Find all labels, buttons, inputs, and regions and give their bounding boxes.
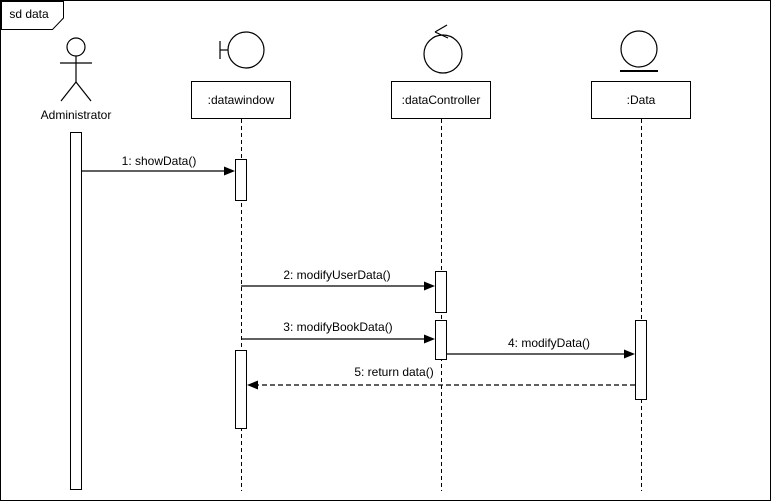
message-label-4: 4: modifyData()	[507, 336, 591, 350]
activation-bar-datawindow-2	[235, 350, 247, 429]
activation-bar-data	[635, 320, 647, 400]
message-arrowhead-5	[247, 380, 258, 390]
message-line-5	[247, 380, 635, 390]
object-label-datawindow: :datawindow	[207, 93, 275, 107]
frame-label-pentagon	[1, 1, 64, 30]
control-icon	[423, 24, 463, 74]
message-label-2: 2: modifyUserData()	[283, 268, 391, 282]
message-line-2	[241, 281, 435, 291]
message-label-1: 1: showData()	[121, 154, 197, 168]
object-box-datawindow: :datawindow	[191, 81, 291, 119]
message-arrowhead-4	[624, 349, 635, 359]
entity-icon	[620, 30, 658, 72]
message-arrowhead-3	[424, 334, 435, 344]
activation-bar-datacontroller-2	[435, 320, 447, 360]
actor-icon	[60, 37, 92, 102]
object-label-data: :Data	[626, 93, 656, 107]
message-line-3	[241, 334, 435, 344]
message-line-1	[81, 166, 235, 176]
object-box-data: :Data	[591, 81, 691, 119]
message-arrowhead-1	[224, 166, 235, 176]
message-line-4	[447, 349, 635, 359]
message-label-5: 5: return data()	[354, 365, 434, 379]
message-arrowhead-2	[424, 281, 435, 291]
message-label-3: 3: modifyBookData()	[283, 320, 393, 334]
object-label-datacontroller: :dataController	[401, 93, 481, 107]
object-box-datacontroller: :dataController	[391, 81, 491, 119]
actor-label-administrator: Administrator	[40, 108, 112, 122]
activation-bar-datawindow-1	[235, 159, 247, 201]
activation-bar-datacontroller-1	[435, 271, 447, 313]
frame-label: sd data	[9, 7, 49, 21]
boundary-icon	[219, 31, 265, 69]
activation-bar-administrator	[70, 132, 82, 490]
